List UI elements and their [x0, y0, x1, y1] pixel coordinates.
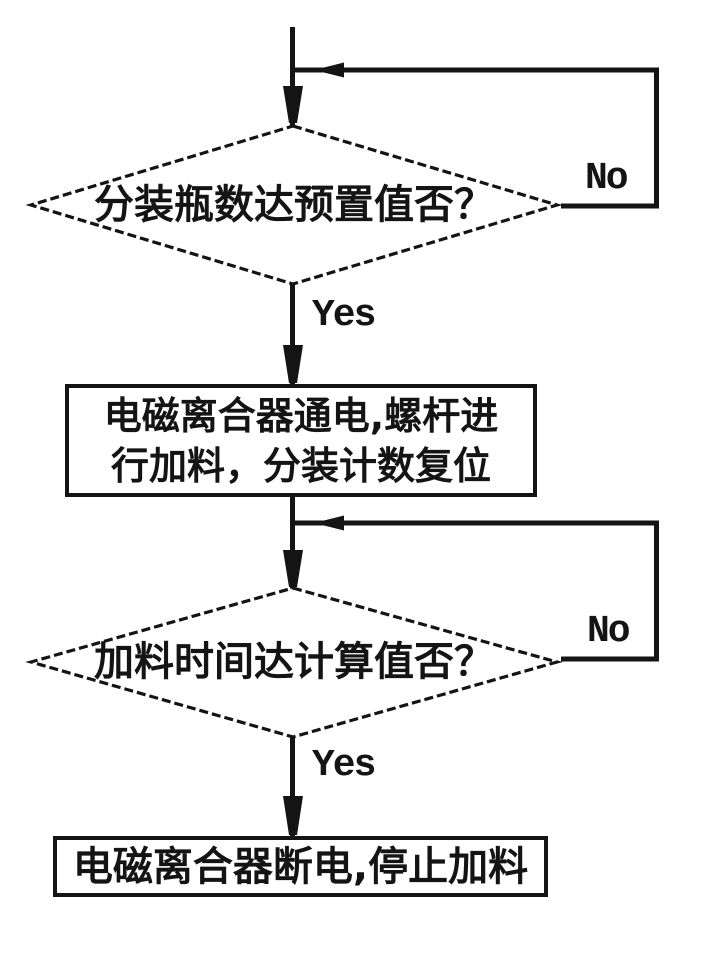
arrowhead-down-1-icon: [283, 86, 303, 123]
arrowhead-left-2-icon: [314, 515, 344, 531]
arrowhead-down-4-icon: [283, 796, 303, 835]
process1-text-line2: 行加料，分装计数复位: [110, 443, 491, 488]
arrowhead-down-2-icon: [283, 345, 303, 383]
arrowhead-down-3-icon: [283, 550, 303, 587]
edge-no-loop-2: [292, 520, 659, 662]
decision2-text: 加料时间达计算值否？: [94, 639, 494, 685]
process1-box: 电磁离合器通电,螺杆进 行加料，分装计数复位: [65, 384, 537, 497]
decision2-no-label: No: [587, 610, 631, 653]
arrowhead-left-1-icon: [314, 62, 344, 78]
edge-no-loop-1: [292, 67, 659, 209]
decision2-yes-label: Yes: [312, 744, 376, 787]
decision1-text: 分装瓶数达预置值否？: [94, 182, 494, 228]
decision1-no-label: No: [585, 157, 629, 200]
process1-text-line1: 电磁离合器通电,螺杆进: [103, 393, 499, 438]
decision1-yes-label: Yes: [312, 294, 376, 337]
process2-box: 电磁离合器断电,停止加料: [53, 836, 548, 897]
process2-text: 电磁离合器断电,停止加料: [72, 843, 529, 890]
